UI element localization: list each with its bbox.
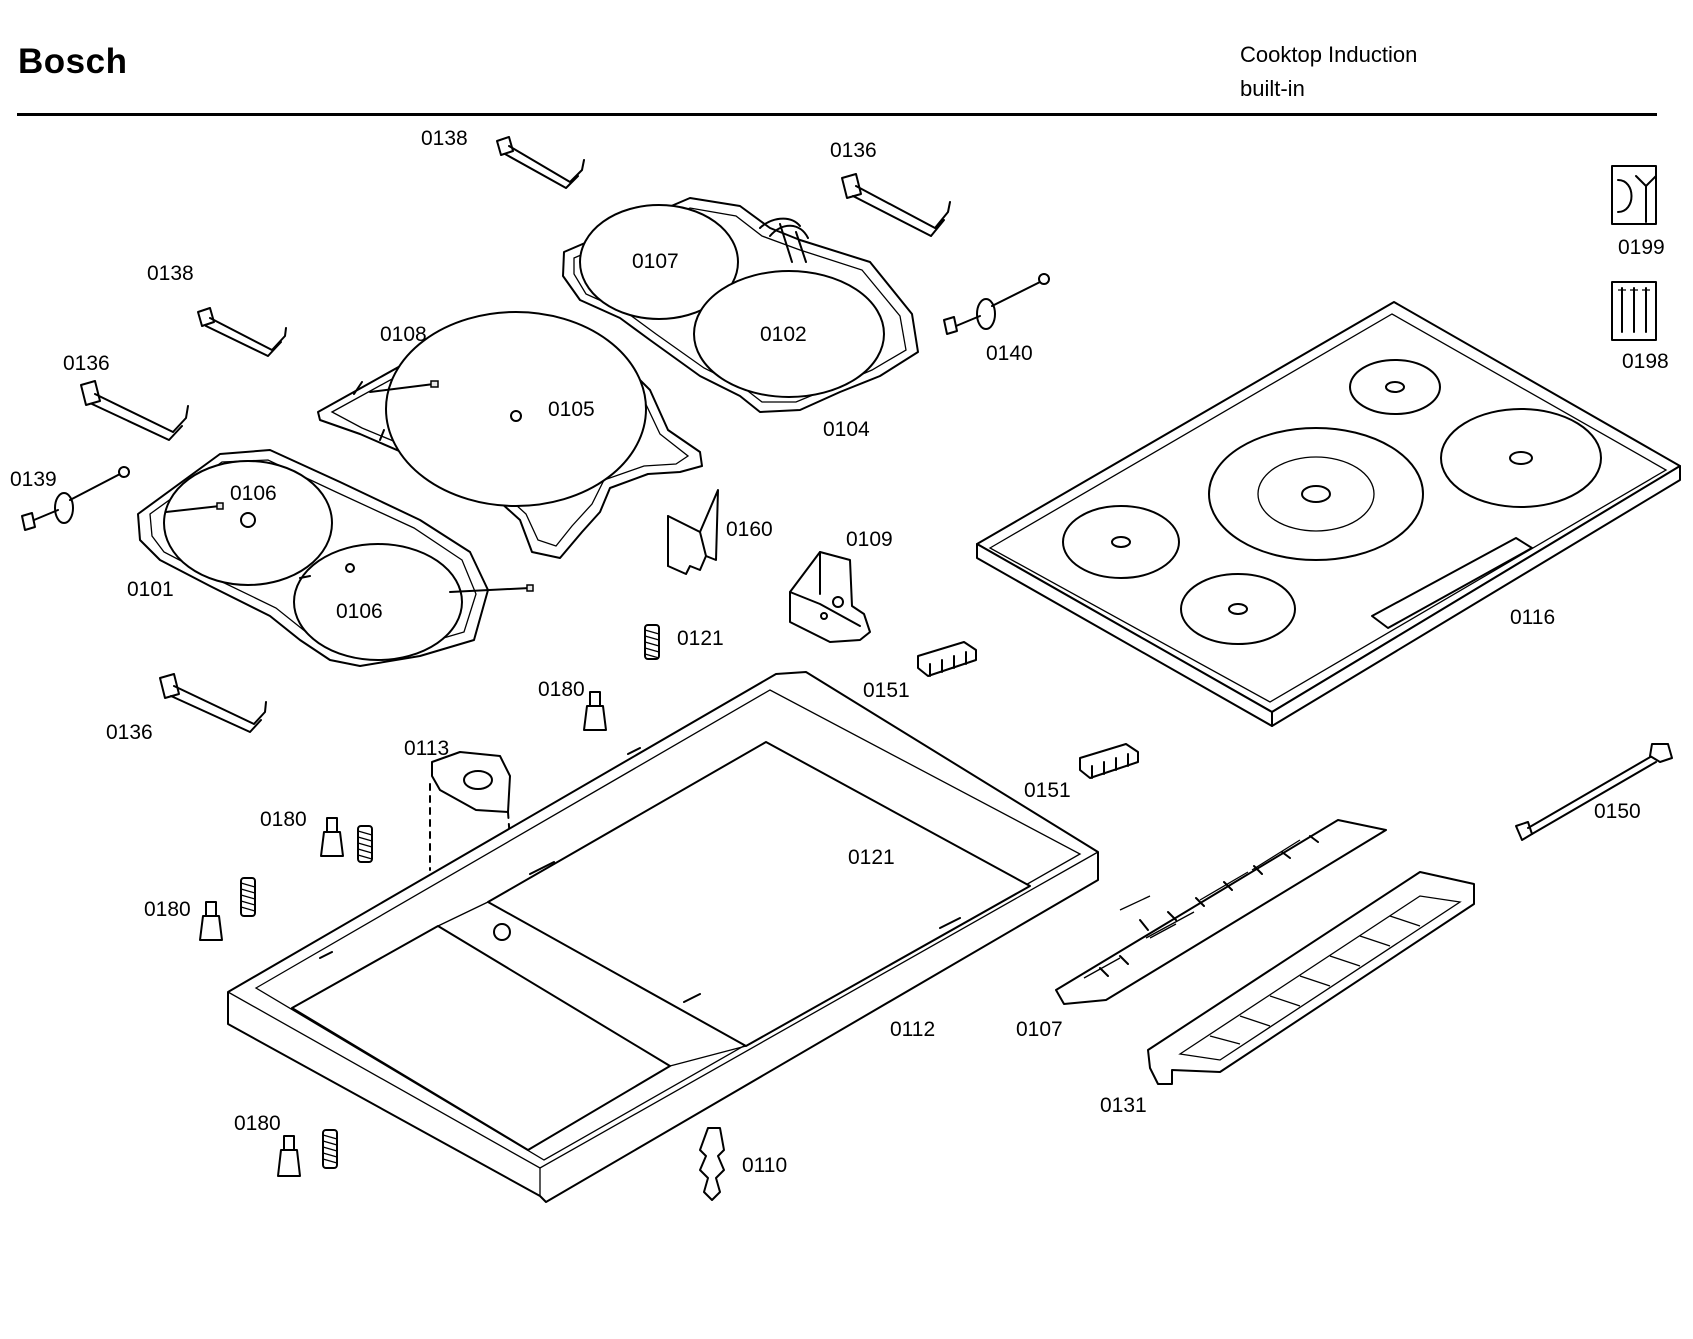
label-0110: 0110 [742,1154,787,1177]
brand-name: Bosch [18,42,128,81]
label-0106-a: 0106 [230,482,277,505]
part-0131-carrier[interactable] [1147,871,1475,1085]
label-0160: 0160 [726,518,773,541]
label-0108: 0108 [380,323,427,346]
part-0138-left[interactable] [197,307,287,357]
part-spring-c[interactable] [357,825,373,863]
label-0199: 0199 [1618,236,1665,259]
label-0151-a: 0151 [863,679,910,702]
header-divider [17,113,1657,116]
part-0136-left[interactable] [80,380,189,441]
label-0150: 0150 [1594,800,1641,823]
part-0151-clip-b[interactable] [1079,743,1139,779]
part-spring-e[interactable] [322,1129,338,1169]
label-0138-left: 0138 [147,262,194,285]
part-0110-fastener[interactable] [699,1127,725,1201]
part-0121-spring-a[interactable] [644,624,660,660]
label-0140: 0140 [986,342,1033,365]
label-0106-b: 0106 [336,600,383,623]
label-0116: 0116 [1510,606,1555,629]
part-0180-foot-d[interactable] [277,1135,301,1177]
part-0138-top[interactable] [496,136,585,189]
label-0121-a: 0121 [677,627,724,650]
label-0136-top: 0136 [830,139,877,162]
label-0121-b: 0121 [848,846,895,869]
label-0101: 0101 [127,578,174,601]
part-0150-rod[interactable] [1515,743,1673,841]
part-0139-sensor[interactable] [21,466,130,531]
part-0180-foot-b[interactable] [320,817,344,857]
part-0108-coil-plate[interactable] [317,311,703,559]
label-0113: 0113 [404,737,449,760]
label-0151-b: 0151 [1024,779,1071,802]
label-0198: 0198 [1622,350,1669,373]
label-0104: 0104 [823,418,870,441]
part-0160-bracket[interactable] [667,489,719,575]
part-0104-coil-plate[interactable] [562,197,919,413]
label-0102: 0102 [760,323,807,346]
label-0136-lower: 0136 [106,721,153,744]
label-0136-left: 0136 [63,352,110,375]
wrench-icon[interactable] [1611,165,1657,225]
part-0136-top[interactable] [841,173,951,237]
label-0180-b: 0180 [260,808,307,831]
product-subtitle: built-in [1240,76,1305,101]
label-0105: 0105 [548,398,595,421]
label-0109: 0109 [846,528,893,551]
label-0112: 0112 [890,1018,935,1041]
part-0107-control-board[interactable] [1055,819,1387,1005]
label-0138-top: 0138 [421,127,468,150]
part-0112-housing[interactable] [227,671,1099,1203]
label-0139: 0139 [10,468,57,491]
label-0131: 0131 [1100,1094,1147,1117]
part-0116-cooktop-glass[interactable] [976,301,1681,727]
screwdrivers-icon[interactable] [1611,281,1657,341]
label-0180-a: 0180 [538,678,585,701]
label-0107-board: 0107 [1016,1018,1063,1041]
part-0180-foot-a[interactable] [583,691,607,731]
label-0180-d: 0180 [234,1112,281,1135]
product-title: Cooktop Induction [1240,42,1418,67]
part-spring-d[interactable] [240,877,256,917]
part-0109-bracket[interactable] [789,551,871,643]
label-0180-c: 0180 [144,898,191,921]
part-0180-foot-c[interactable] [199,901,223,941]
part-0136-lower[interactable] [159,673,267,733]
part-0101-coil-plate[interactable] [137,449,534,667]
label-0107-coil: 0107 [632,250,679,273]
part-0151-clip-a[interactable] [917,641,977,677]
part-0140-sensor[interactable] [943,273,1050,335]
